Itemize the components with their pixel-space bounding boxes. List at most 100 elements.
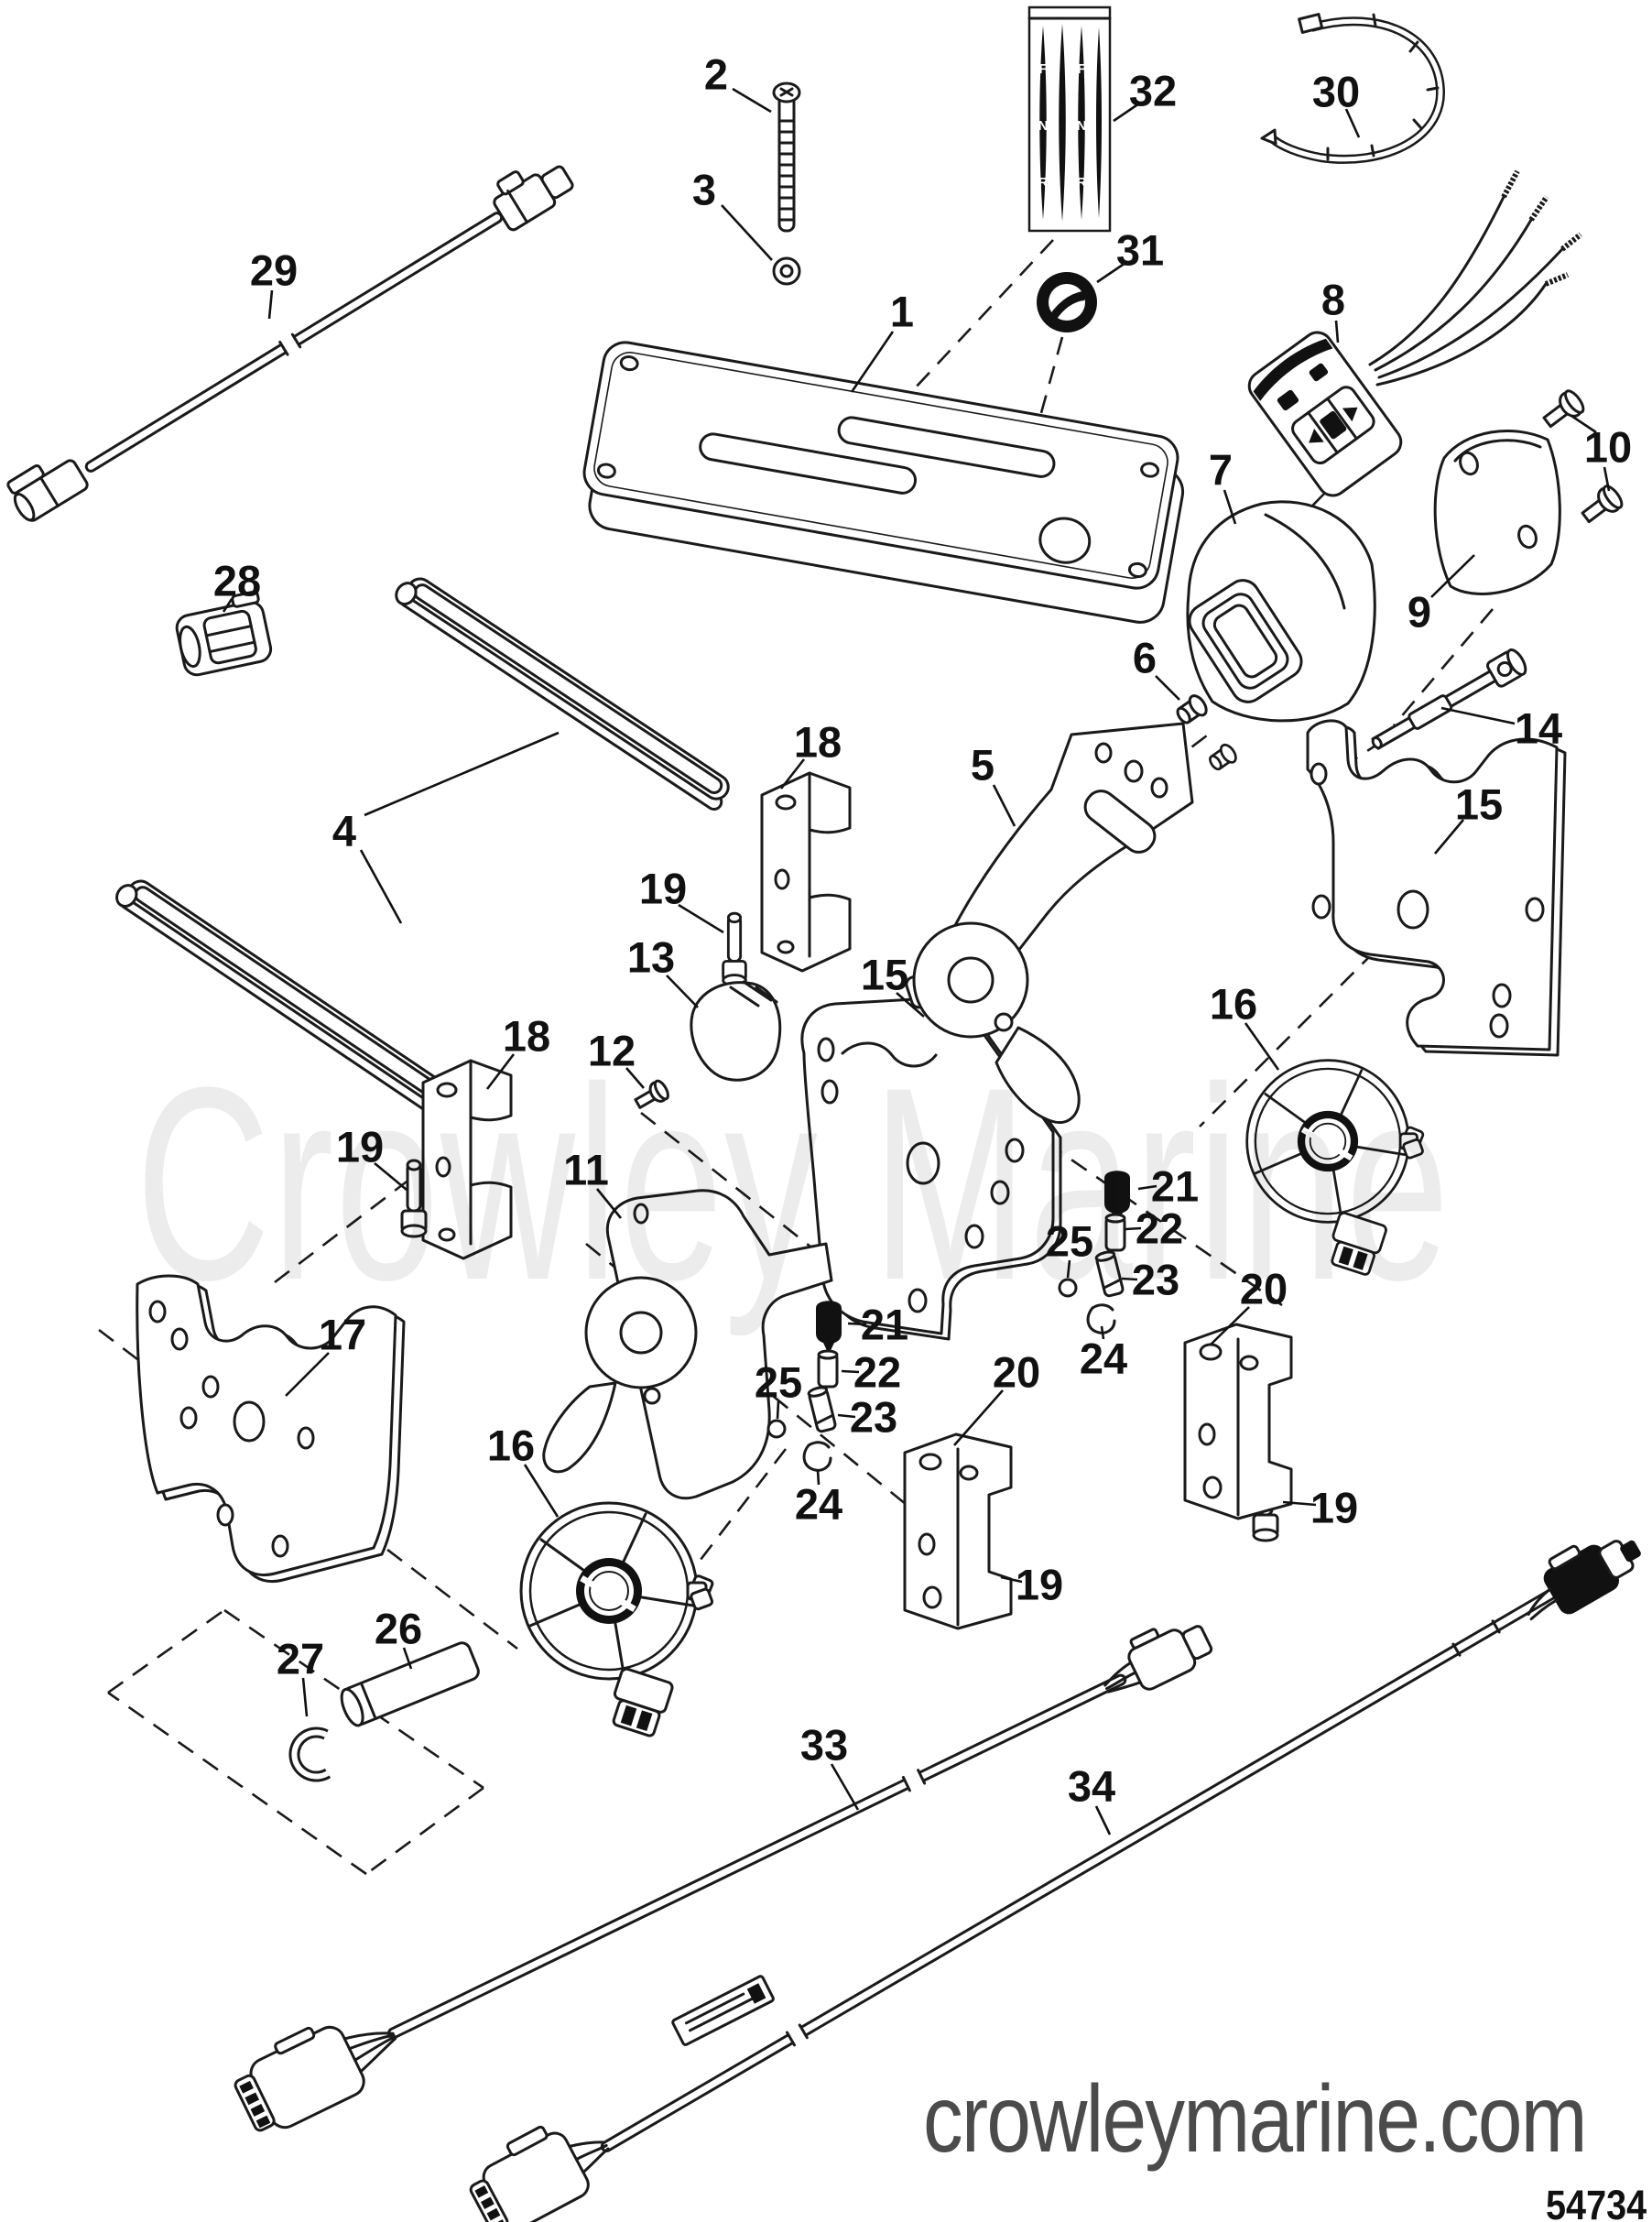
callout-leader-30 bbox=[1344, 108, 1361, 138]
callout-24-right: 24 bbox=[1080, 1334, 1127, 1383]
part-7-boot bbox=[1186, 500, 1376, 723]
switch-body bbox=[1247, 331, 1403, 497]
callout-leader-5 bbox=[992, 784, 1016, 827]
callout-27: 27 bbox=[277, 1635, 324, 1683]
callout-leader-16-right bbox=[1244, 1022, 1280, 1071]
part-15-plate-center bbox=[800, 997, 1062, 1341]
callout-leader-24-left bbox=[816, 1469, 821, 1486]
callout-19-left: 19 bbox=[336, 1123, 384, 1171]
callout-2: 2 bbox=[704, 50, 728, 99]
part-30-strap bbox=[1260, 13, 1446, 164]
callout-9: 9 bbox=[1407, 588, 1431, 637]
callout-28: 28 bbox=[213, 557, 261, 605]
connector-34-left bbox=[469, 2125, 610, 2222]
callout-31: 31 bbox=[1116, 226, 1164, 275]
callout-leader-18-upper bbox=[779, 758, 806, 790]
part-11-shift-housing bbox=[542, 1189, 833, 1500]
callout-leader-22-left bbox=[841, 1369, 860, 1374]
callout-leader-15-right bbox=[1434, 819, 1464, 855]
callout-leader-28 bbox=[222, 598, 234, 613]
callout-leader-10 bbox=[1570, 414, 1597, 434]
callout-33: 33 bbox=[800, 1721, 848, 1770]
part-27-e-clip bbox=[288, 1726, 331, 1782]
callout-leader-25-right bbox=[1066, 1259, 1071, 1279]
callout-layer: 1234567891011121314151516161718181919191… bbox=[213, 50, 1632, 1835]
part-18-block-upper bbox=[760, 771, 852, 973]
callout-leader-21-right bbox=[1137, 1184, 1157, 1191]
part-2-screw bbox=[772, 82, 801, 233]
callout-8: 8 bbox=[1321, 276, 1345, 324]
callout-leader-29 bbox=[267, 289, 274, 320]
part-1-cover-plate bbox=[582, 341, 1185, 624]
part-8-trim-switch bbox=[1247, 169, 1582, 497]
part-26-pin bbox=[340, 1641, 480, 1727]
callout-17: 17 bbox=[319, 1311, 366, 1359]
part-25-balls bbox=[766, 1278, 1078, 1439]
callout-15-right: 15 bbox=[1455, 780, 1503, 829]
connector-33-left bbox=[234, 2025, 397, 2132]
callout-19-upper: 19 bbox=[639, 865, 687, 913]
part-16-sensor-left bbox=[521, 1503, 713, 1738]
decal-letter-R-1: R bbox=[1077, 175, 1087, 191]
decal-letter-F-0: F bbox=[1038, 61, 1047, 77]
part-31-emblem bbox=[1037, 272, 1097, 332]
callout-19-right: 19 bbox=[1310, 1484, 1358, 1532]
callout-leader-6 bbox=[1155, 675, 1180, 701]
harness-tag bbox=[671, 1975, 775, 2046]
callout-leader-23-right bbox=[1121, 1277, 1138, 1281]
part-12-screw bbox=[634, 1079, 669, 1109]
callout-11: 11 bbox=[563, 1146, 609, 1194]
callout-4: 4 bbox=[332, 807, 356, 855]
callout-23-left: 23 bbox=[850, 1393, 897, 1442]
callout-leader-25-left bbox=[776, 1400, 780, 1420]
part-5-shift-arm bbox=[905, 722, 1194, 1124]
callout-leader-7 bbox=[1223, 489, 1237, 525]
watermark: Crowley Marine bbox=[136, 1029, 1451, 1337]
callout-leader-19-upper bbox=[678, 903, 724, 934]
callout-1: 1 bbox=[890, 288, 914, 336]
callout-20-center: 20 bbox=[993, 1348, 1040, 1397]
callout-leader-34 bbox=[1094, 1805, 1112, 1835]
decal-letter-R-0: R bbox=[1038, 175, 1049, 191]
callout-leader-2 bbox=[732, 87, 772, 114]
callout-5: 5 bbox=[971, 741, 994, 790]
callout-leader-20-center bbox=[953, 1389, 1004, 1446]
connector-29-left bbox=[6, 459, 89, 522]
connector-33-right bbox=[1103, 1625, 1213, 1694]
callout-leader-26 bbox=[402, 1647, 413, 1670]
callout-32: 32 bbox=[1129, 67, 1177, 115]
callout-leader-20-right bbox=[1210, 1306, 1250, 1345]
callout-leader-12 bbox=[625, 1067, 645, 1089]
callout-leader-27 bbox=[301, 1677, 309, 1717]
part-13-knob bbox=[690, 980, 782, 1082]
part-9-side-plate bbox=[1433, 430, 1561, 595]
callout-leader-22-right bbox=[1125, 1226, 1142, 1231]
callout-leader-17 bbox=[285, 1352, 330, 1397]
callout-leader-23-left bbox=[837, 1413, 856, 1419]
callout-18-lower: 18 bbox=[503, 1012, 550, 1061]
callout-leader-21-left bbox=[847, 1322, 867, 1326]
callout-20-right: 20 bbox=[1240, 1265, 1288, 1313]
callout-leader-19-center bbox=[1000, 1575, 1023, 1584]
part-20-bracket-right bbox=[1183, 1323, 1293, 1520]
callout-leader-3 bbox=[721, 204, 773, 261]
part-29-link-harness bbox=[6, 165, 574, 522]
callout-22-left: 22 bbox=[853, 1348, 901, 1397]
callout-12: 12 bbox=[588, 1027, 636, 1075]
callout-leader-14 bbox=[1440, 706, 1516, 725]
callout-leader-10 bbox=[1603, 466, 1611, 492]
callout-25-right: 25 bbox=[1046, 1217, 1093, 1266]
callout-leader-15-center bbox=[896, 992, 925, 1018]
part-10-screws bbox=[1542, 389, 1624, 524]
part-28-connector bbox=[175, 590, 273, 677]
part-20-bracket-center bbox=[903, 1432, 1013, 1630]
part-15-plate-right bbox=[1306, 719, 1567, 1057]
callout-leader-31 bbox=[1096, 261, 1126, 284]
callout-leader-13 bbox=[666, 975, 699, 1008]
callout-25-left: 25 bbox=[755, 1358, 802, 1407]
callout-leader-32 bbox=[1113, 102, 1140, 123]
decal-letter-N-0: N bbox=[1038, 118, 1049, 134]
part-3-washer bbox=[772, 256, 801, 286]
